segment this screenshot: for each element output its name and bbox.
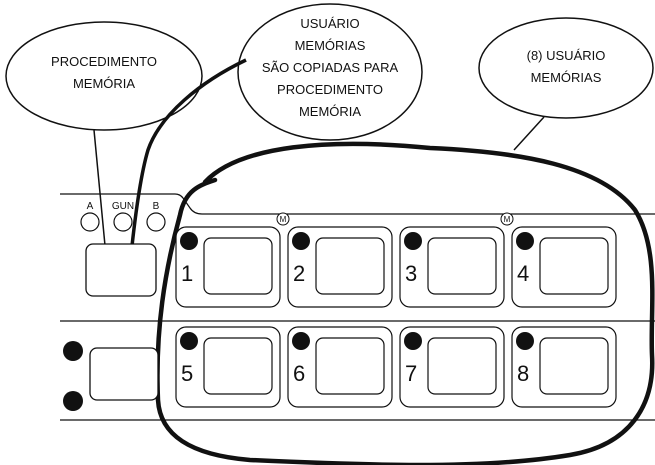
callout-line: SÃO COPIADAS PARA (262, 60, 399, 75)
memory-button-7[interactable]: 7 (399, 326, 505, 408)
callout-user-memories-copied: USUÁRIO MEMÓRIAS SÃO COPIADAS PARA PROCE… (123, 3, 423, 276)
memory-button-4[interactable]: 4 (511, 226, 617, 308)
left-indicator-dot-icon (63, 341, 83, 361)
indicator-b-led-icon (146, 212, 166, 232)
callout-line: (8) USUÁRIO (527, 48, 606, 63)
callout-pointer (513, 116, 545, 151)
indicator-gun-led-icon (113, 212, 133, 232)
memory-key-cap (539, 237, 609, 295)
left-indicator-dot-icon (63, 391, 83, 411)
memory-key-cap (203, 237, 273, 295)
memory-led-icon (292, 332, 310, 350)
memory-button-1[interactable]: 1 (175, 226, 281, 308)
callout-bubble (237, 3, 423, 141)
memory-button-number: 5 (181, 361, 193, 386)
memory-marker-left: M (276, 212, 290, 226)
memory-key-cap (315, 237, 385, 295)
memory-key-cap (203, 337, 273, 395)
callout-line: MEMÓRIAS (295, 38, 366, 53)
memory-led-icon (180, 232, 198, 250)
callout-line: MEMÓRIA (73, 76, 135, 91)
memory-button-number: 2 (293, 261, 305, 286)
memory-marker-right: M (500, 212, 514, 226)
callout-procedure-memory: PROCEDIMENTO MEMÓRIA (5, 21, 203, 257)
memory-led-icon (516, 232, 534, 250)
callout-bubble (478, 17, 654, 119)
callout-arrow-curve (128, 58, 247, 266)
memory-button-8[interactable]: 8 (511, 326, 617, 408)
memory-marker-icon (276, 212, 290, 226)
callout-line: MEMÓRIAS (531, 70, 602, 85)
memory-marker-icon (500, 212, 514, 226)
callout-line: PROCEDIMENTO (51, 54, 157, 69)
memory-led-icon (292, 232, 310, 250)
callout-line: USUÁRIO (300, 16, 359, 31)
memory-led-icon (404, 332, 422, 350)
indicator-a-label: A (87, 201, 94, 212)
memory-led-icon (180, 332, 198, 350)
memory-marker-label: M (280, 215, 287, 224)
memory-button-number: 3 (405, 261, 417, 286)
memory-button-number: 4 (517, 261, 529, 286)
callout-bubble (5, 21, 203, 131)
lower-left-button[interactable] (89, 347, 159, 401)
memory-key-cap (427, 337, 497, 395)
memory-button-5[interactable]: 5 (175, 326, 281, 408)
memory-group-outline (155, 141, 655, 465)
callout-line: PROCEDIMENTO (277, 82, 383, 97)
memory-led-icon (404, 232, 422, 250)
memory-button-2[interactable]: 2 (287, 226, 393, 308)
callout-eight-user-memories: (8) USUÁRIO MEMÓRIAS (478, 17, 654, 151)
memory-button-number: 7 (405, 361, 417, 386)
indicator-a-led-icon (80, 212, 100, 232)
callout-pointer (93, 129, 107, 257)
callout-line: MEMÓRIA (299, 104, 361, 119)
memory-button-number: 8 (517, 361, 529, 386)
procedure-memory-button[interactable] (85, 243, 157, 297)
indicator-b-label: B (153, 201, 160, 212)
memory-marker-label: M (504, 215, 511, 224)
memory-led-icon (516, 332, 534, 350)
memory-key-cap (315, 337, 385, 395)
memory-key-cap (427, 237, 497, 295)
memory-button-6[interactable]: 6 (287, 326, 393, 408)
memory-button-number: 1 (181, 261, 193, 286)
memory-button-number: 6 (293, 361, 305, 386)
memory-key-cap (539, 337, 609, 395)
indicator-row: A GUN B (80, 201, 166, 232)
memory-button-3[interactable]: 3 (399, 226, 505, 308)
indicator-gun-label: GUN (112, 201, 134, 212)
